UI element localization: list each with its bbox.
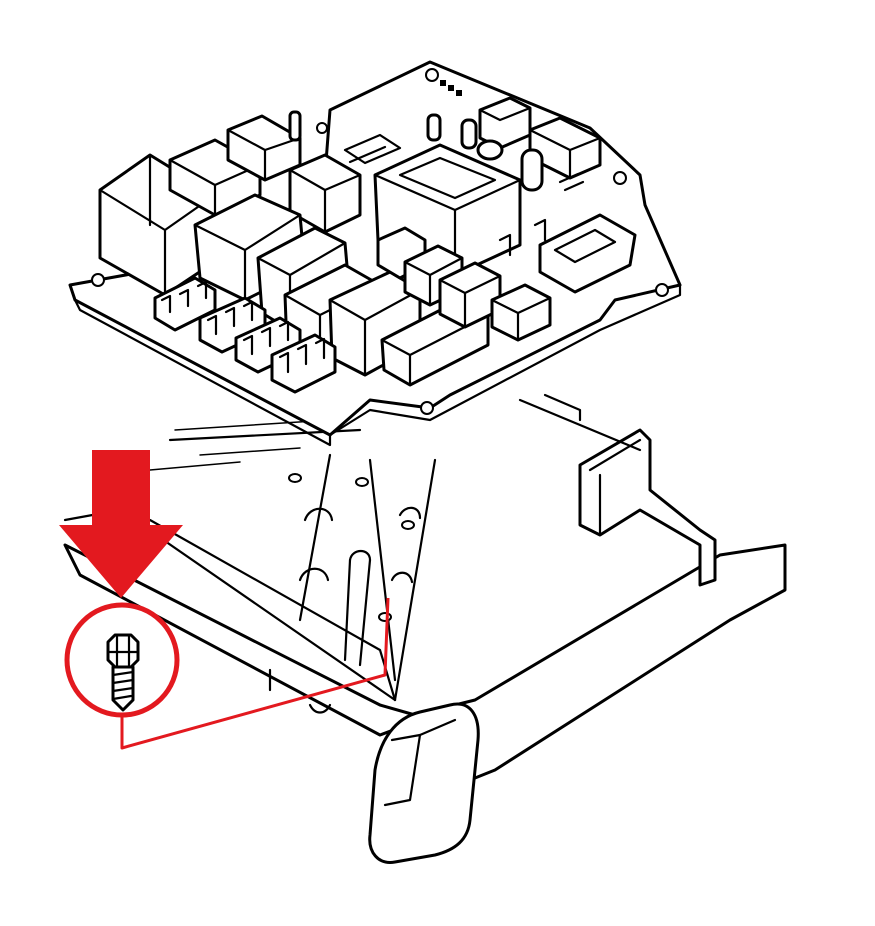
- down-arrow-icon: [59, 450, 183, 598]
- screw-callout: [64, 597, 390, 750]
- tray-icon: [63, 393, 787, 864]
- circuit-board-icon: [68, 60, 682, 447]
- screw-icon: [106, 633, 140, 712]
